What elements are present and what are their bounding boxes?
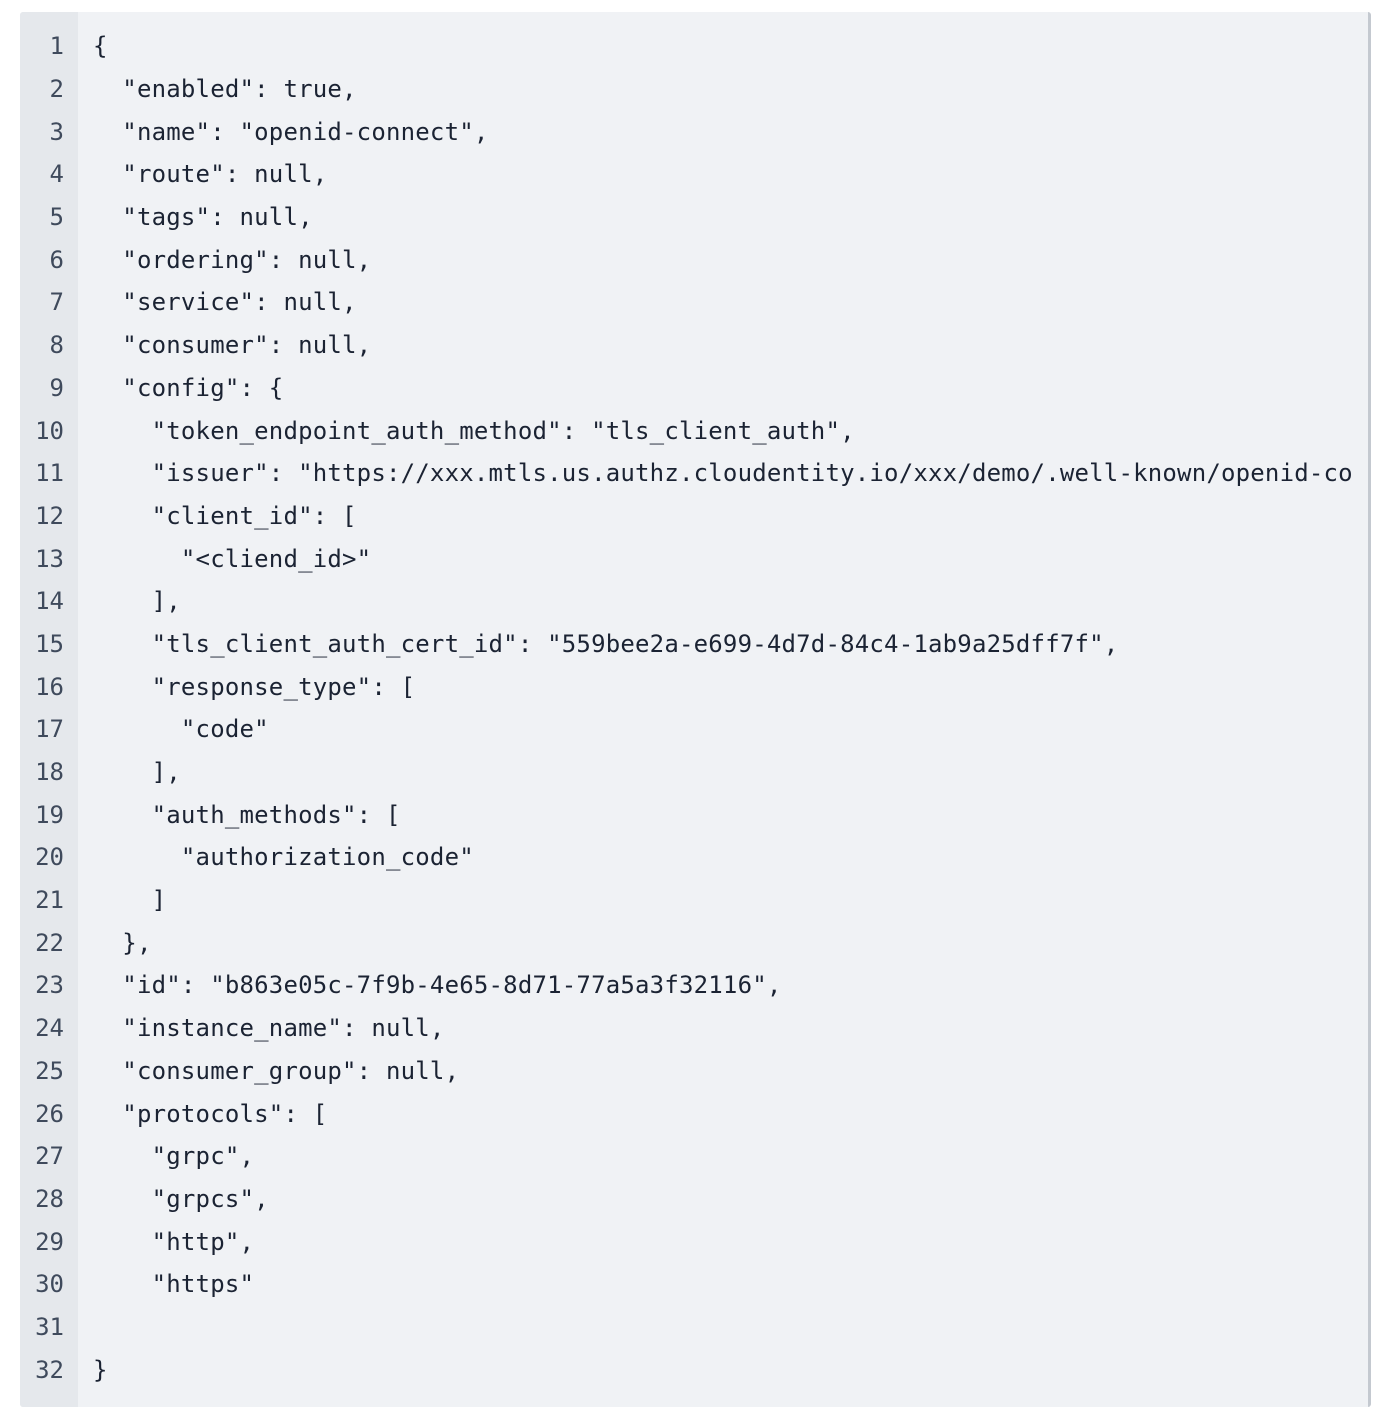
line-number: 12 bbox=[35, 501, 64, 530]
line-number: 11 bbox=[35, 459, 64, 488]
code-line: 16 "response_type": [ bbox=[20, 665, 1368, 708]
code-line: 8 "consumer": null, bbox=[20, 324, 1368, 367]
code-line: 29 "http", bbox=[20, 1220, 1368, 1263]
code-text: ], bbox=[93, 758, 181, 787]
line-number: 7 bbox=[49, 288, 64, 317]
line-number: 13 bbox=[35, 544, 64, 573]
line-number: 27 bbox=[35, 1142, 64, 1171]
code-text: "route": null, bbox=[93, 160, 328, 189]
code-line: 6 "ordering": null, bbox=[20, 238, 1368, 281]
line-number: 16 bbox=[35, 672, 64, 701]
code-line: 12 "client_id": [ bbox=[20, 495, 1368, 538]
code-line: 2 "enabled": true, bbox=[20, 68, 1368, 111]
line-number: 8 bbox=[49, 331, 64, 360]
line-number: 32 bbox=[35, 1355, 64, 1384]
line-number: 6 bbox=[49, 245, 64, 274]
line-number: 19 bbox=[35, 800, 64, 829]
line-number: 14 bbox=[35, 587, 64, 616]
code-text: "http", bbox=[93, 1227, 255, 1256]
code-line: 10 "token_endpoint_auth_method": "tls_cl… bbox=[20, 409, 1368, 452]
line-number: 26 bbox=[35, 1099, 64, 1128]
code-line: 4 "route": null, bbox=[20, 153, 1368, 196]
code-text: "service": null, bbox=[93, 288, 357, 317]
code-line: 1{ bbox=[20, 25, 1368, 68]
code-text: "grpcs", bbox=[93, 1184, 269, 1213]
code-text: "config": { bbox=[93, 373, 284, 402]
code-line: 13 "<cliend_id>" bbox=[20, 537, 1368, 580]
code-text: ] bbox=[93, 886, 167, 915]
code-line: 9 "config": { bbox=[20, 367, 1368, 410]
code-text: "authorization_code" bbox=[93, 843, 474, 872]
code-line: 3 "name": "openid-connect", bbox=[20, 110, 1368, 153]
line-number: 15 bbox=[35, 629, 64, 658]
code-line: 20 "authorization_code" bbox=[20, 836, 1368, 879]
code-text: } bbox=[93, 1355, 108, 1384]
line-number: 3 bbox=[49, 117, 64, 146]
code-text: "ordering": null, bbox=[93, 245, 372, 274]
code-text: "consumer": null, bbox=[93, 331, 372, 360]
code-line: 22 }, bbox=[20, 921, 1368, 964]
code-text: "https" bbox=[93, 1270, 255, 1299]
code-line: 30 "https" bbox=[20, 1263, 1368, 1306]
code-text: ], bbox=[93, 587, 181, 616]
code-line: 23 "id": "b863e05c-7f9b-4e65-8d71-77a5a3… bbox=[20, 964, 1368, 1007]
code-line: 15 "tls_client_auth_cert_id": "559bee2a-… bbox=[20, 623, 1368, 666]
line-number: 1 bbox=[49, 32, 64, 61]
line-number: 5 bbox=[49, 203, 64, 232]
line-number: 17 bbox=[35, 715, 64, 744]
code-lines: 1{ 2 "enabled": true, 3 "name": "openid-… bbox=[20, 25, 1368, 1391]
code-text: "enabled": true, bbox=[93, 75, 357, 104]
code-line: 27 "grpc", bbox=[20, 1135, 1368, 1178]
code-text: "tls_client_auth_cert_id": "559bee2a-e69… bbox=[93, 629, 1119, 658]
code-line: 26 "protocols": [ bbox=[20, 1092, 1368, 1135]
code-line: 24 "instance_name": null, bbox=[20, 1007, 1368, 1050]
line-number: 23 bbox=[35, 971, 64, 1000]
code-block: 1{ 2 "enabled": true, 3 "name": "openid-… bbox=[20, 12, 1371, 1407]
line-number: 31 bbox=[35, 1312, 64, 1341]
line-number: 18 bbox=[35, 758, 64, 787]
code-text: "name": "openid-connect", bbox=[93, 117, 489, 146]
code-line: 32} bbox=[20, 1348, 1368, 1391]
code-line: 18 ], bbox=[20, 751, 1368, 794]
code-text: "code" bbox=[93, 715, 269, 744]
code-line: 21 ] bbox=[20, 879, 1368, 922]
code-text: "client_id": [ bbox=[93, 501, 357, 530]
line-number: 22 bbox=[35, 928, 64, 957]
code-text: "instance_name": null, bbox=[93, 1014, 445, 1043]
code-line: 11 "issuer": "https://xxx.mtls.us.authz.… bbox=[20, 452, 1368, 495]
line-number-gutter bbox=[20, 12, 78, 1407]
line-number: 21 bbox=[35, 886, 64, 915]
line-number: 24 bbox=[35, 1014, 64, 1043]
code-line: 31 bbox=[20, 1306, 1368, 1349]
line-number: 30 bbox=[35, 1270, 64, 1299]
code-text: { bbox=[93, 32, 108, 61]
code-text: "tags": null, bbox=[93, 203, 313, 232]
line-number: 25 bbox=[35, 1056, 64, 1085]
line-number: 4 bbox=[49, 160, 64, 189]
code-line: 14 ], bbox=[20, 580, 1368, 623]
code-text: }, bbox=[93, 928, 152, 957]
code-line: 19 "auth_methods": [ bbox=[20, 793, 1368, 836]
code-text: "token_endpoint_auth_method": "tls_clien… bbox=[93, 416, 855, 445]
code-text: "id": "b863e05c-7f9b-4e65-8d71-77a5a3f32… bbox=[93, 971, 782, 1000]
code-line: 7 "service": null, bbox=[20, 281, 1368, 324]
line-number: 10 bbox=[35, 416, 64, 445]
code-text: "consumer_group": null, bbox=[93, 1056, 460, 1085]
code-line: 5 "tags": null, bbox=[20, 196, 1368, 239]
code-text: "<cliend_id>" bbox=[93, 544, 372, 573]
line-number: 28 bbox=[35, 1184, 64, 1213]
code-line: 17 "code" bbox=[20, 708, 1368, 751]
code-text: "response_type": [ bbox=[93, 672, 416, 701]
code-text: "issuer": "https://xxx.mtls.us.authz.clo… bbox=[93, 459, 1353, 488]
code-text: "auth_methods": [ bbox=[93, 800, 401, 829]
line-number: 2 bbox=[49, 75, 64, 104]
line-number: 9 bbox=[49, 373, 64, 402]
line-number: 29 bbox=[35, 1227, 64, 1256]
code-line: 25 "consumer_group": null, bbox=[20, 1050, 1368, 1093]
code-line: 28 "grpcs", bbox=[20, 1178, 1368, 1221]
line-number: 20 bbox=[35, 843, 64, 872]
code-text: "grpc", bbox=[93, 1142, 255, 1171]
code-text: "protocols": [ bbox=[93, 1099, 328, 1128]
